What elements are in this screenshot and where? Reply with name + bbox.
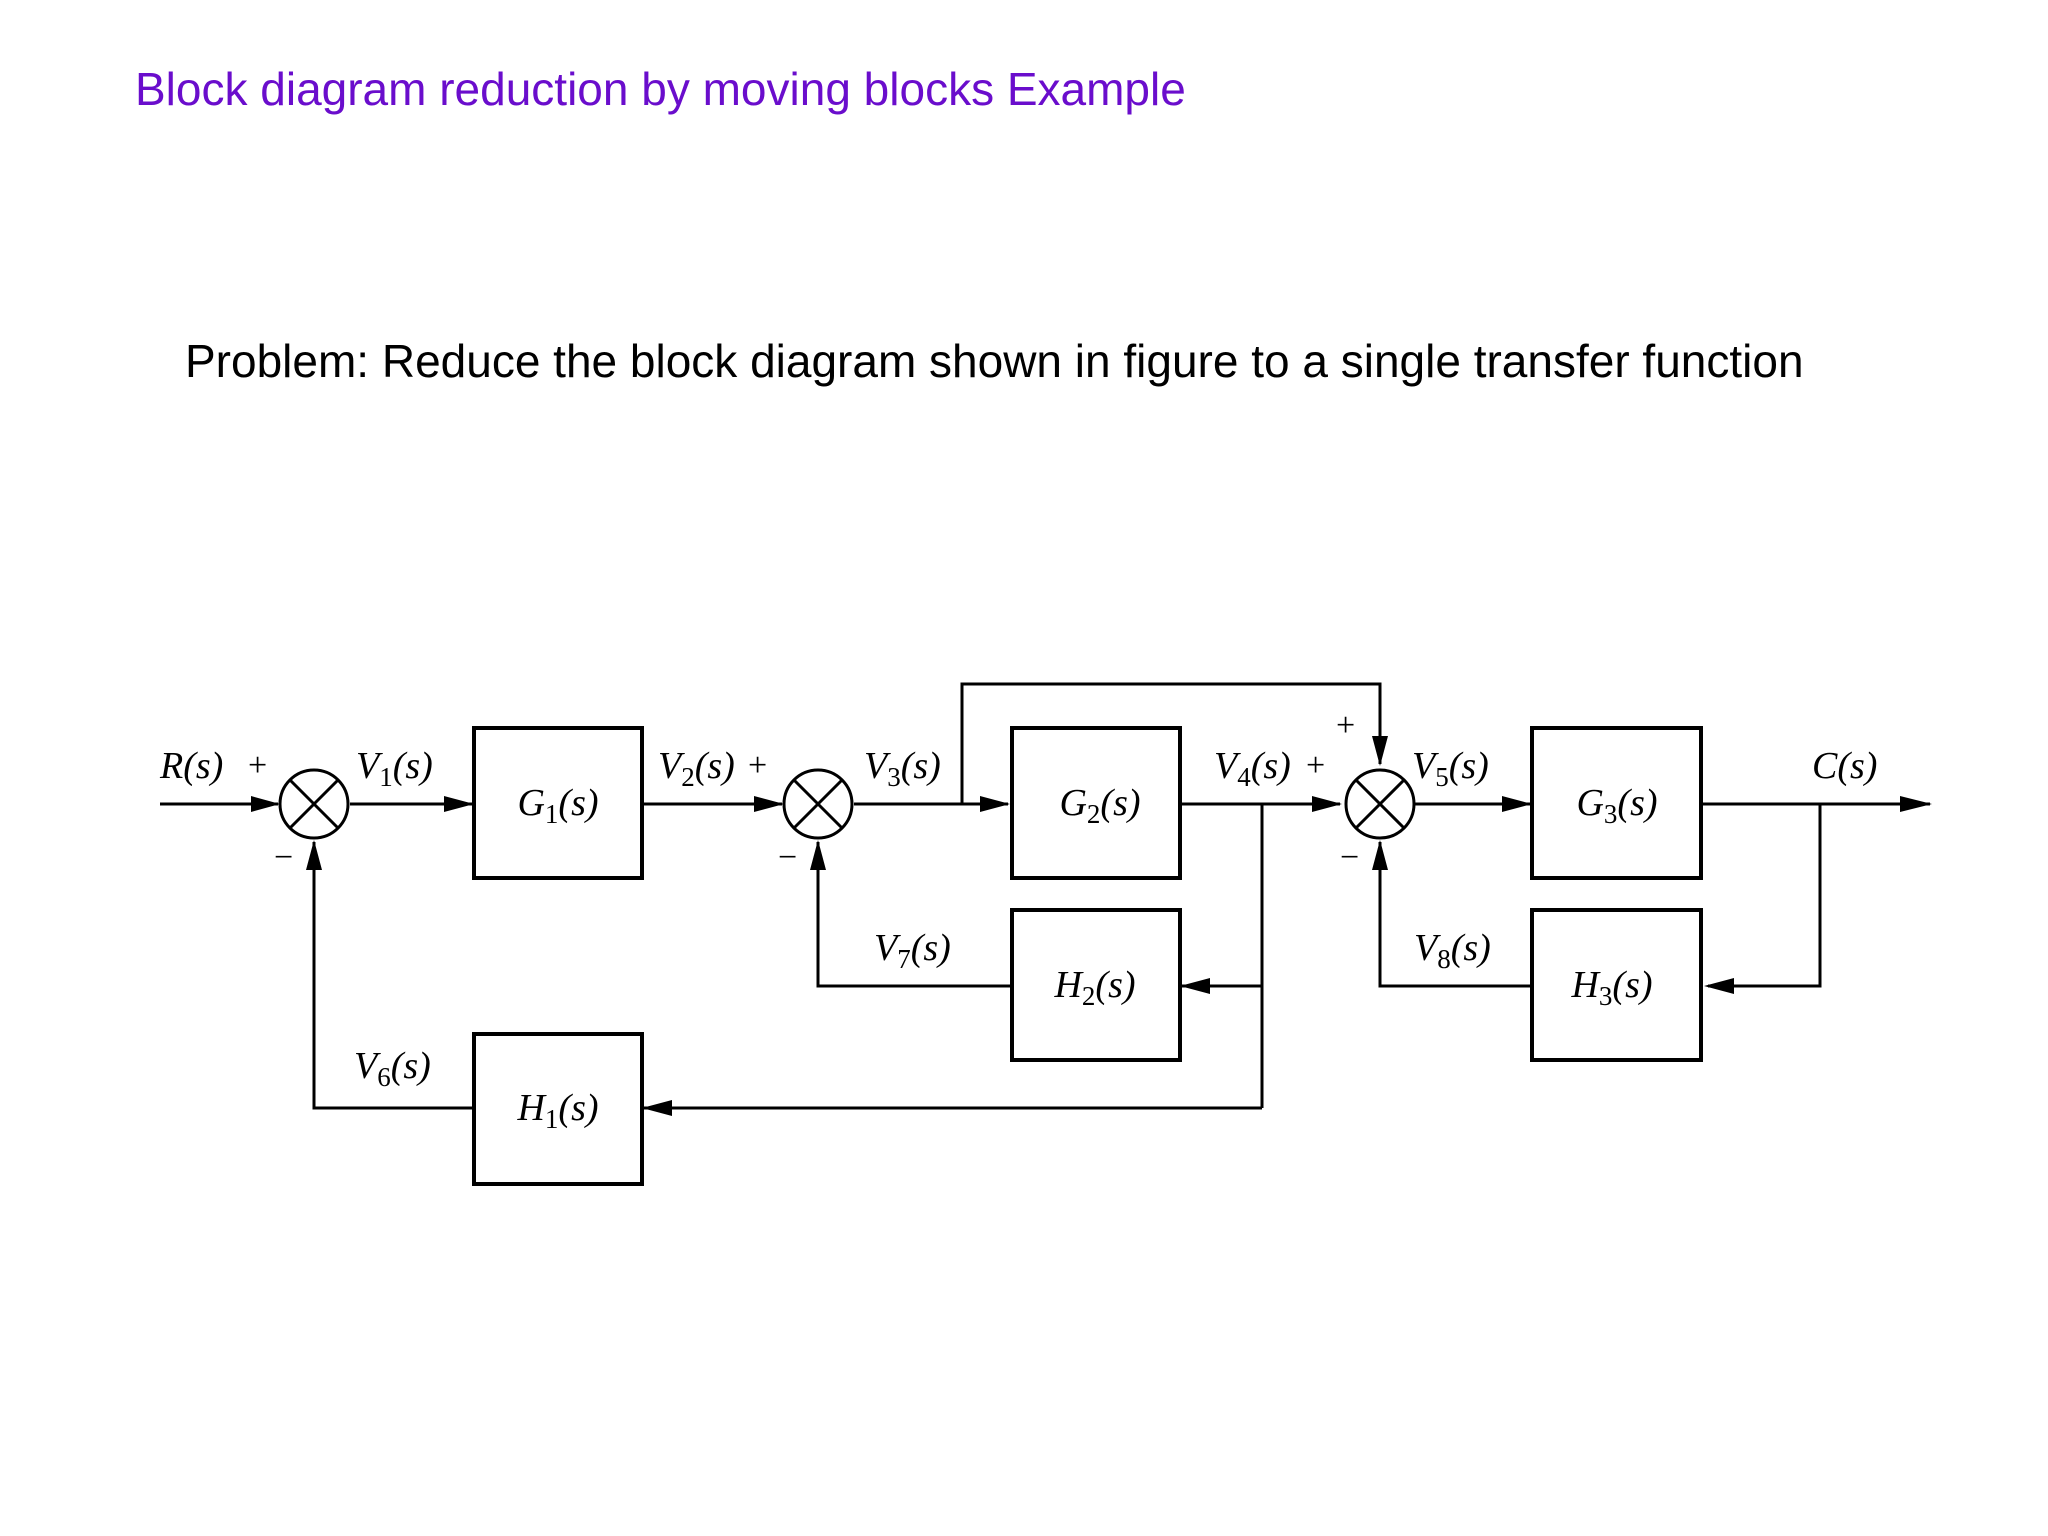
block-g2-label: G2(s): [1059, 782, 1140, 829]
summing-junction-3: [1344, 768, 1416, 840]
signal-c-label: C(s): [1812, 745, 1877, 787]
signal-v2-label: V2(s): [658, 745, 735, 792]
block-h2: [1010, 908, 1182, 1062]
arrow-into-sj2: [754, 796, 784, 812]
arrow-into-sj3: [1312, 796, 1342, 812]
arrow-into-sj1-bottom: [306, 840, 322, 870]
arrow-into-g1: [444, 796, 474, 812]
arrow-output: [1900, 796, 1932, 812]
block-g1: [472, 726, 644, 880]
signal-r-label: R(s): [159, 745, 223, 787]
block-g3-label: G3(s): [1576, 782, 1657, 829]
signal-v1-label: V1(s): [356, 745, 433, 792]
sj1-plus-sign: +: [248, 747, 267, 784]
slide-title: Block diagram reduction by moving blocks…: [135, 63, 1186, 115]
arrow-into-sj1: [251, 796, 280, 812]
block-g1-label: G1(s): [517, 782, 598, 829]
sj1-minus-sign: −: [274, 839, 293, 876]
block-h3-label: H3(s): [1570, 964, 1652, 1011]
signal-v5-label: V5(s): [1412, 745, 1489, 792]
arrow-into-sj2-bottom: [810, 840, 826, 870]
block-h1: [472, 1032, 644, 1186]
wire-v7: [816, 842, 1012, 988]
signal-v8-label: V8(s): [1414, 927, 1491, 974]
block-h2-label: H2(s): [1053, 964, 1135, 1011]
arrow-into-g3: [1502, 796, 1532, 812]
sj3-plus-sign-top: +: [1336, 707, 1355, 744]
signal-v7-label: V7(s): [874, 927, 951, 974]
arrow-into-h2: [1180, 978, 1210, 994]
summing-junction-1: [278, 768, 350, 840]
arrow-into-sj3-top: [1372, 736, 1388, 766]
signal-v6-label: V6(s): [354, 1045, 431, 1092]
sj3-plus-sign-left: +: [1306, 747, 1325, 784]
wire-feedforward: [960, 682, 1382, 804]
arrow-into-h1: [642, 1100, 672, 1116]
sj3-minus-sign: −: [1340, 839, 1359, 876]
block-h3: [1530, 908, 1703, 1062]
wire-v6: [312, 842, 474, 1110]
wire-v8: [1378, 842, 1532, 988]
sj2-plus-sign: +: [748, 747, 767, 784]
block-h1-label: H1(s): [516, 1087, 598, 1134]
arrow-into-sj3-bottom: [1372, 840, 1388, 870]
arrow-into-h3: [1704, 978, 1734, 994]
signal-v3-label: V3(s): [864, 745, 941, 792]
arrow-into-g2: [980, 796, 1010, 812]
signal-v4-label: V4(s): [1214, 745, 1291, 792]
block-g3: [1530, 726, 1703, 880]
summing-junction-2: [782, 768, 854, 840]
wire-c-pickoff: [1708, 804, 1822, 988]
block-g2: [1010, 726, 1182, 880]
problem-statement: Problem: Reduce the block diagram shown …: [185, 335, 1804, 387]
sj2-minus-sign: −: [778, 839, 797, 876]
